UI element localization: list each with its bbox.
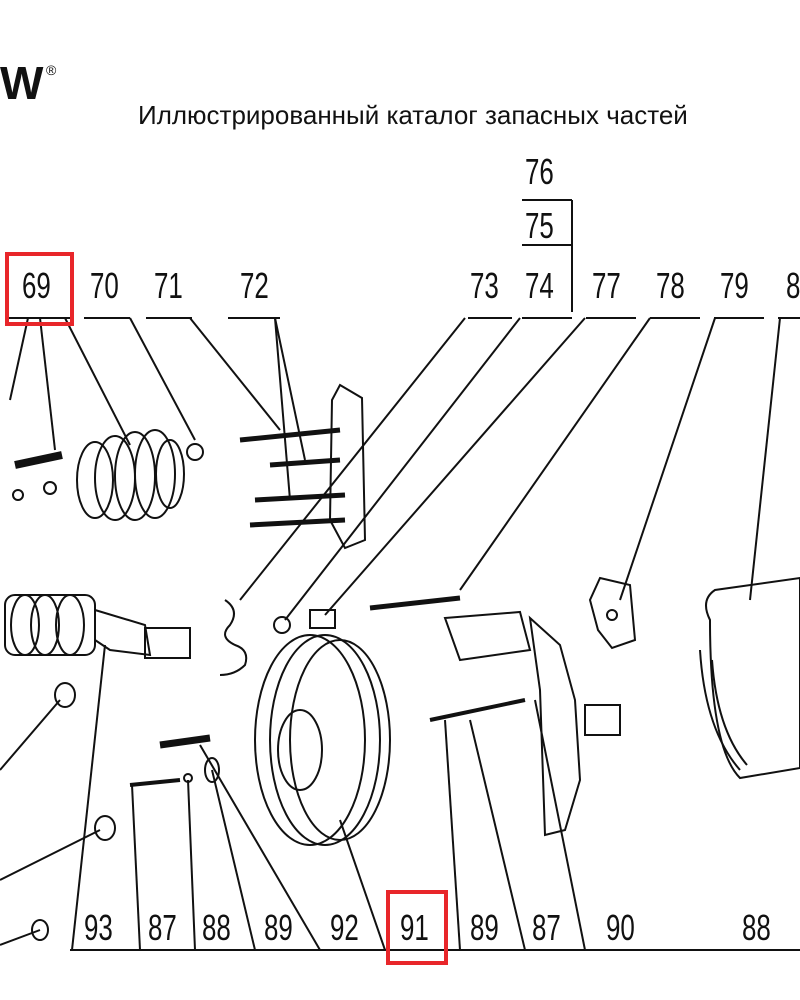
label-91: 91 — [400, 907, 429, 948]
label-71: 71 — [154, 265, 183, 306]
label-79: 79 — [720, 265, 749, 306]
registered-mark: ® — [46, 62, 57, 78]
label-72: 72 — [240, 265, 269, 306]
label-78: 78 — [656, 265, 685, 306]
label-8: 8 — [786, 265, 800, 306]
label-76: 76 — [525, 151, 554, 192]
label-73: 73 — [470, 265, 499, 306]
label-74: 74 — [525, 265, 554, 306]
label-87: 87 — [148, 907, 177, 948]
logo-text: W — [0, 57, 43, 109]
label-88b: 88 — [742, 907, 771, 948]
label-90: 90 — [606, 907, 635, 948]
label-92: 92 — [330, 907, 359, 948]
label-89b: 89 — [470, 907, 499, 948]
label-88: 88 — [202, 907, 231, 948]
catalog-title: Иллюстрированный каталог запасных частей — [138, 100, 688, 130]
highlight-box-69 — [5, 252, 74, 326]
label-93: 93 — [84, 907, 113, 948]
label-77: 77 — [592, 265, 621, 306]
label-87b: 87 — [532, 907, 561, 948]
label-70: 70 — [90, 265, 119, 306]
label-75: 75 — [525, 205, 554, 246]
label-69: 69 — [22, 265, 51, 306]
highlight-box-91 — [386, 890, 448, 965]
label-89: 89 — [264, 907, 293, 948]
